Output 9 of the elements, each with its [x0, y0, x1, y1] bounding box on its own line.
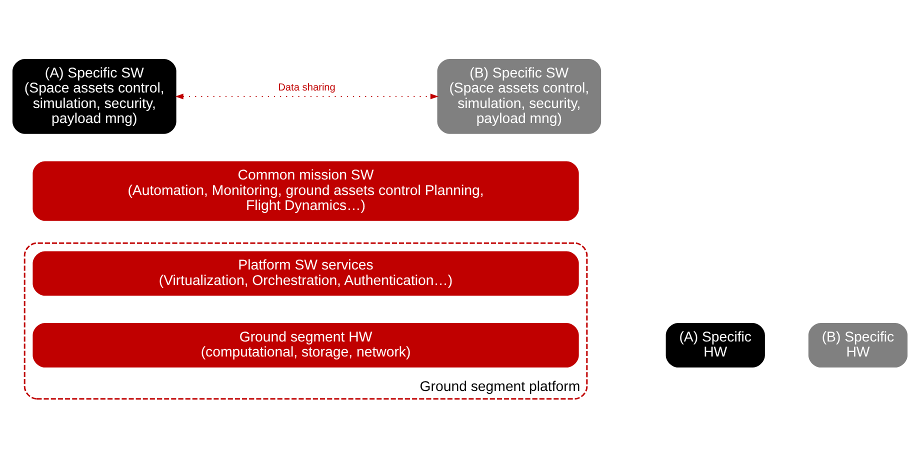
arrow [175, 94, 439, 100]
node-box: (B) Specific HW [808, 323, 908, 368]
node-box: (A) Specific SW (Space assets control, simulation, security, payload mng) [12, 59, 176, 134]
node-box: Ground segment HW (computational, storage, network) [32, 323, 579, 368]
node-box: (A) Specific HW [666, 323, 765, 368]
node-box: Common mission SW (Automation, Monitoring, ground assets control Planning, Flight Dynamics…) [32, 161, 579, 221]
edge-label: Data sharing [278, 82, 336, 94]
node-box: (B) Specific SW (Space assets control, simulation, security, payload mng) [437, 59, 602, 134]
node-box: Platform SW services (Virtualization, Orchestration, Authentication…) [32, 251, 579, 296]
